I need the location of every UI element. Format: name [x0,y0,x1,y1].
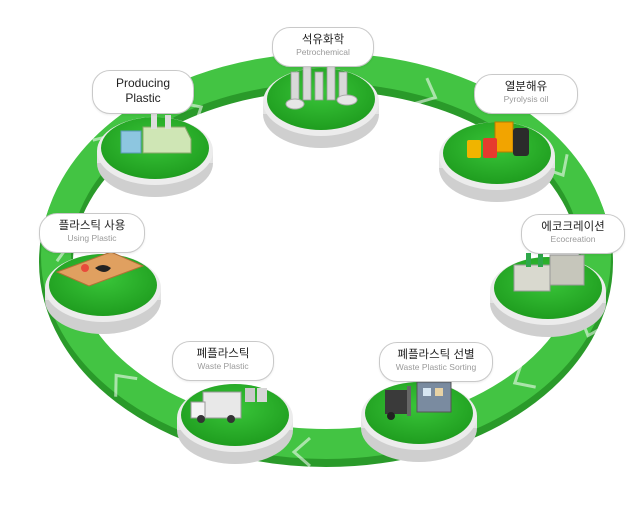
platform-producing-plastic [97,113,213,197]
label-using-plastic: 플라스틱 사용 Using Plastic [39,213,145,253]
platform-ecocreation [490,253,606,337]
producing-plastic-title: Producing Plastic [115,76,171,105]
label-petrochemical: 석유화학 Petrochemical [272,27,374,67]
waste-plastic-sorting-title: 폐플라스틱 선별 [397,349,475,361]
ring-arrow-chevron [512,362,536,389]
platform-waste-plastic [177,384,293,464]
label-ecocreation: 에코크레이션 Ecocreation [521,214,625,254]
platform-waste-plastic-sorting [361,381,477,462]
petrochemical-subtitle: Petrochemical [296,47,350,57]
ring-band [41,53,611,459]
platform-pyrolysis-oil [439,121,555,202]
pyrolysis-plant-icon [513,253,585,292]
label-waste-plastic-sorting: 폐플라스틱 선별 Waste Plastic Sorting [379,342,493,382]
waste-plastic-sorting-subtitle: Waste Plastic Sorting [395,362,477,372]
ring-arrow-chevron [414,77,438,105]
garbage-truck-icon [190,388,267,423]
waste-plastic-title: 폐플라스틱 [196,348,250,360]
platform-using-plastic [45,251,161,334]
ring-arrow-chevron [291,436,311,468]
ecocreation-title: 에코크레이션 [541,221,605,233]
platform-petrochemical [263,63,379,148]
pyrolysis-oil-title: 열분해유 [504,81,548,93]
label-pyrolysis-oil: 열분해유 Pyrolysis oil [474,74,578,114]
label-producing-plastic: Producing Plastic [92,70,194,114]
oil-barrels-icon [467,121,529,158]
using-plastic-title: 플라스틱 사용 [58,220,126,232]
pyrolysis-oil-subtitle: Pyrolysis oil [503,94,549,104]
forklift-sorting-icon [385,381,452,420]
ring-arrow-chevron [114,373,138,397]
picnic-table-icon [55,251,145,287]
waste-plastic-subtitle: Waste Plastic [197,361,249,371]
factory-icon [120,113,192,154]
ecocreation-subtitle: Ecocreation [550,234,596,244]
using-plastic-subtitle: Using Plastic [67,233,117,243]
label-waste-plastic: 폐플라스틱 Waste Plastic [172,341,274,381]
petrochemical-title: 석유화학 [301,34,345,46]
